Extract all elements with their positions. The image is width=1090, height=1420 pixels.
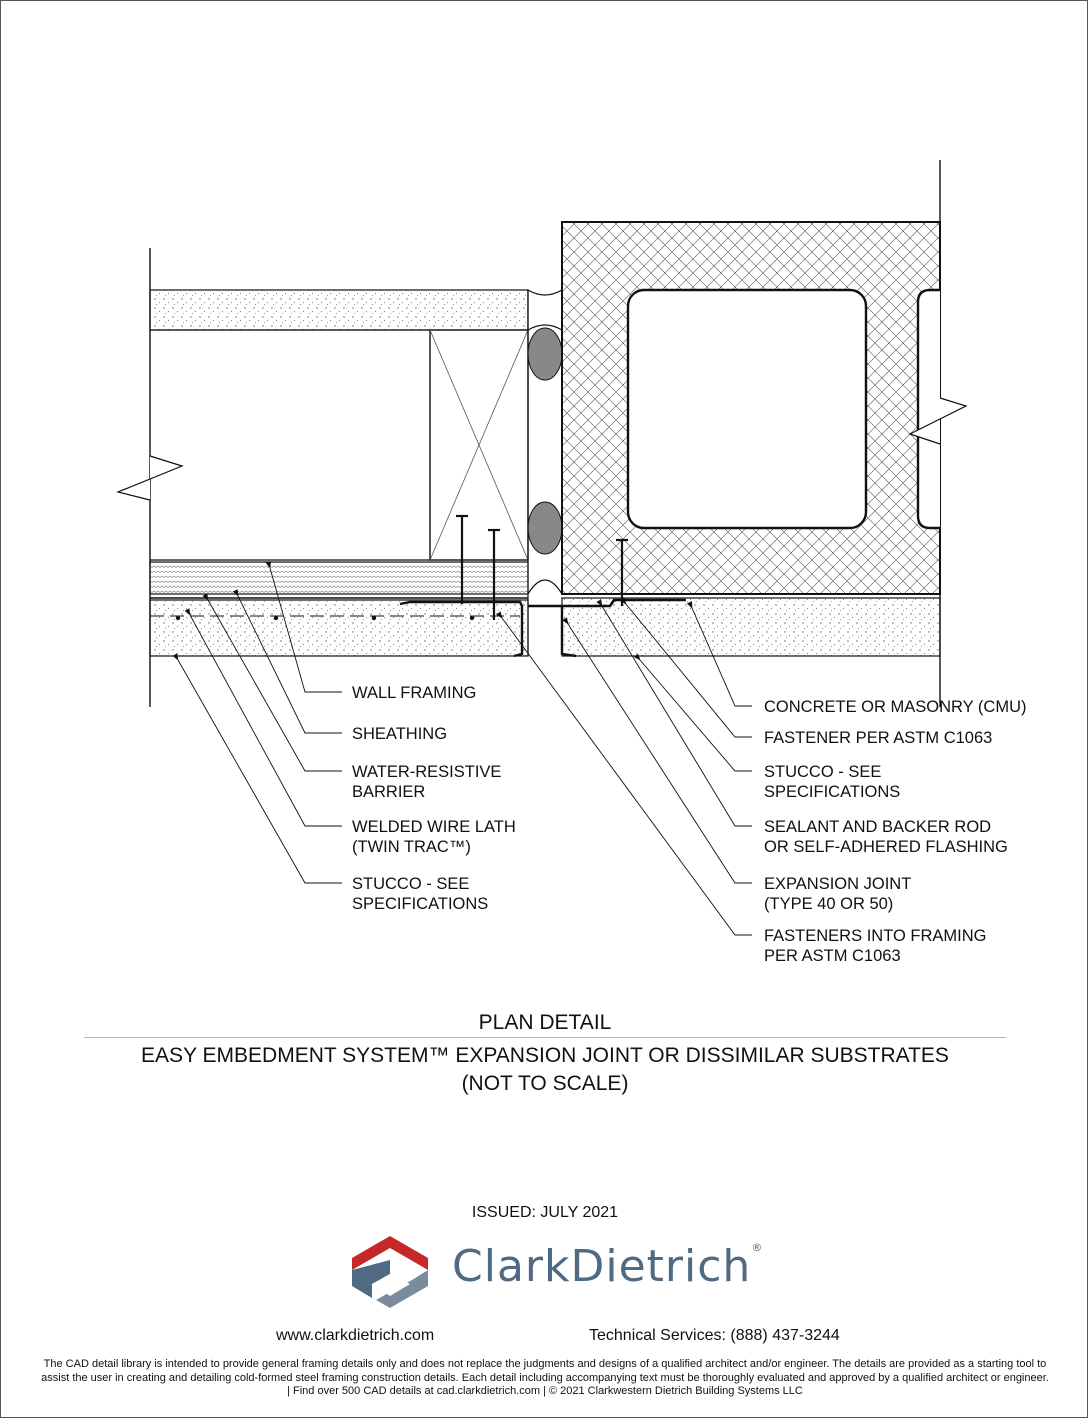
brand-name: ClarkDietrich bbox=[452, 1241, 752, 1292]
clarkdietrich-logo-icon bbox=[352, 1236, 428, 1308]
callout-stucco-right: STUCCO - SEE SPECIFICATIONS bbox=[764, 763, 901, 801]
callout-fastener-astm: FASTENER PER ASTM C1063 bbox=[764, 729, 993, 747]
right-leaders bbox=[496, 597, 752, 936]
disclaimer-text: The CAD detail library is intended to pr… bbox=[41, 1358, 1049, 1397]
callout-concrete-masonry: CONCRETE OR MASONRY (CMU) bbox=[764, 698, 1027, 716]
cmu-assembly bbox=[528, 160, 968, 707]
left-leaders bbox=[172, 561, 342, 884]
website-link[interactable]: www.clarkdietrich.com bbox=[276, 1327, 435, 1344]
left-wall-assembly bbox=[116, 248, 529, 707]
sealant-backer-rod bbox=[527, 288, 563, 656]
callout-water-resistive-barrier: WATER-RESISTIVE BARRIER bbox=[352, 763, 502, 801]
callout-wall-framing: WALL FRAMING bbox=[352, 684, 477, 702]
callout-welded-wire-lath: WELDED WIRE LATH (TWIN TRAC™) bbox=[352, 818, 516, 856]
detail-heading: PLAN DETAIL bbox=[478, 1011, 612, 1034]
title-divider bbox=[84, 1037, 1006, 1038]
callout-fasteners-framing: FASTENERS INTO FRAMING PER ASTM C1063 bbox=[764, 927, 987, 965]
callout-expansion-joint: EXPANSION JOINT (TYPE 40 OR 50) bbox=[764, 875, 912, 913]
callout-sheathing: SHEATHING bbox=[352, 725, 448, 743]
detail-subtitle: EASY EMBEDMENT SYSTEM™ EXPANSION JOINT O… bbox=[141, 1044, 949, 1067]
scale-note: (NOT TO SCALE) bbox=[461, 1072, 629, 1095]
issued-date: ISSUED: JULY 2021 bbox=[471, 1204, 619, 1221]
tech-services: Technical Services: (888) 437-3244 bbox=[589, 1327, 840, 1344]
callout-stucco-left: STUCCO - SEE SPECIFICATIONS bbox=[352, 875, 489, 913]
callout-sealant-backer-rod: SEALANT AND BACKER ROD OR SELF-ADHERED F… bbox=[764, 818, 1008, 856]
brand-wordmark: ClarkDietrich® bbox=[452, 1241, 764, 1292]
